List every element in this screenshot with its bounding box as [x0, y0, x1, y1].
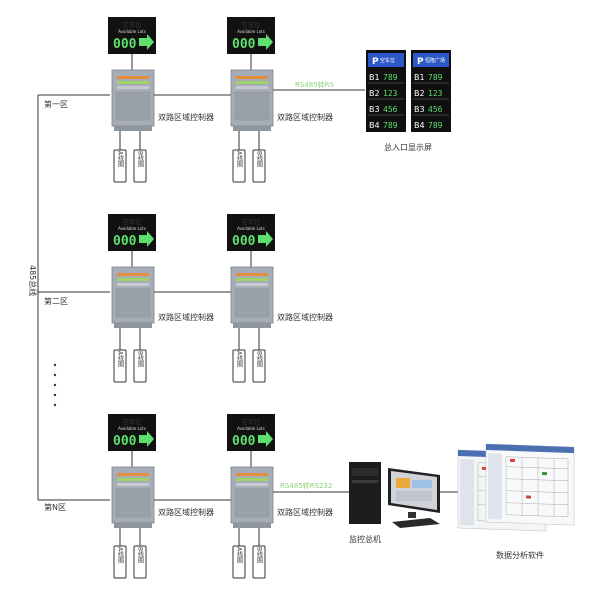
svg-text:空车位: 空车位	[122, 20, 142, 29]
svg-text:空车位: 空车位	[241, 417, 261, 426]
svg-text:A线圈: A线圈	[236, 151, 243, 168]
controller-label: 双路区域控制器	[277, 112, 333, 122]
coil-b-label: B线圈	[137, 151, 144, 168]
svg-text:000: 000	[113, 434, 137, 449]
arrow-right-icon	[258, 431, 273, 447]
svg-text:空车位: 空车位	[122, 217, 142, 226]
svg-text:B3: B3	[369, 105, 380, 114]
controller-box	[230, 69, 274, 132]
svg-text:789: 789	[383, 73, 398, 82]
software-label: 数据分析软件	[496, 550, 544, 560]
svg-text:B线圈: B线圈	[137, 351, 144, 368]
svg-text:Available Lots: Available Lots	[118, 226, 146, 231]
coil-a-label: A线圈	[117, 151, 124, 168]
svg-text:456: 456	[428, 105, 443, 114]
bus-label: 485总线	[28, 265, 38, 296]
svg-text:A线圈: A线圈	[236, 351, 243, 368]
svg-text:789: 789	[428, 73, 443, 82]
svg-text:000: 000	[113, 37, 137, 52]
svg-text:双路区域控制器: 双路区域控制器	[277, 312, 333, 322]
rs485-label: RS485转RS	[295, 80, 335, 89]
arrow-right-icon	[139, 34, 154, 50]
svg-text:恒隆广场: 恒隆广场	[425, 57, 445, 64]
svg-text:B1: B1	[414, 73, 425, 82]
svg-text:P: P	[417, 57, 424, 67]
svg-text:B1: B1	[369, 73, 380, 82]
svg-text:空车位: 空车位	[122, 417, 142, 426]
svg-text:空车位: 空车位	[241, 217, 261, 226]
arrow-right-icon	[258, 231, 273, 247]
svg-text:B线圈: B线圈	[256, 351, 263, 368]
svg-text:000: 000	[232, 434, 256, 449]
controller-label: 双路区域控制器	[158, 112, 214, 122]
svg-text:双路区域控制器: 双路区域控制器	[158, 507, 214, 517]
zone-row-2: 空车位 Available Lots 000 双路区域控制器 A线圈 B线圈 空…	[108, 214, 333, 383]
svg-text:123: 123	[383, 89, 398, 98]
svg-text:B3: B3	[414, 105, 425, 114]
svg-text:双路区域控制器: 双路区域控制器	[158, 312, 214, 322]
svg-text:双路区域控制器: 双路区域控制器	[277, 507, 333, 517]
svg-text:123: 123	[428, 89, 443, 98]
svg-text:Available Lots: Available Lots	[237, 226, 265, 231]
svg-text:000: 000	[232, 37, 256, 52]
svg-text:000: 000	[232, 234, 256, 249]
zone-label: 第N区	[44, 502, 66, 512]
svg-text:B2: B2	[414, 89, 425, 98]
svg-text:A线圈: A线圈	[117, 351, 124, 368]
arrow-right-icon	[258, 34, 273, 50]
svg-text:Available Lots: Available Lots	[237, 29, 265, 34]
svg-text:A线圈: A线圈	[117, 547, 124, 564]
svg-text:B2: B2	[369, 89, 380, 98]
svg-text:A线圈: A线圈	[236, 547, 243, 564]
svg-text:000: 000	[113, 234, 137, 249]
svg-text:P: P	[372, 57, 379, 67]
monitor-host-label: 监控总机	[349, 534, 381, 544]
svg-text:B4: B4	[369, 121, 380, 130]
svg-text:789: 789	[383, 121, 398, 130]
svg-text:B线圈: B线圈	[256, 151, 263, 168]
svg-text:B线圈: B线圈	[256, 547, 263, 564]
zone-label: 第一区	[44, 99, 68, 109]
svg-text:空车位: 空车位	[241, 20, 261, 29]
monitor-host: 监控总机	[349, 462, 440, 544]
zone-label: 第二区	[44, 296, 68, 306]
analysis-software: 数据分析软件	[457, 443, 575, 560]
svg-text:789: 789	[428, 121, 443, 130]
zone-row-1: 空车位 Available Lots 000 双路区域控制器 A线圈 B线圈 空…	[108, 17, 365, 183]
svg-text:B4: B4	[414, 121, 425, 130]
svg-text:Available Lots: Available Lots	[237, 426, 265, 431]
display-label: 总入口显示屏	[384, 142, 432, 152]
svg-text:Available Lots: Available Lots	[118, 29, 146, 34]
controller-box	[111, 69, 155, 132]
svg-text:Available Lots: Available Lots	[118, 426, 146, 431]
rs485-rs232-label: RS485转RS232	[280, 481, 332, 490]
arrow-right-icon	[139, 431, 154, 447]
ellipsis-dots	[53, 363, 57, 407]
entrance-display: P 空车位 B1 789 B2 123 B3 456 B4 789 P 恒隆广场…	[366, 50, 451, 152]
svg-text:456: 456	[383, 105, 398, 114]
arrow-right-icon	[139, 231, 154, 247]
svg-text:B线圈: B线圈	[137, 547, 144, 564]
zone-row-3: 空车位 Available Lots 000 双路区域控制器 A线圈 B线圈 空…	[108, 414, 350, 579]
svg-text:空车位: 空车位	[380, 57, 395, 64]
sign-unit: 空车位 Available Lots 000	[108, 17, 156, 54]
sign-unit: 空车位 Available Lots 000	[227, 17, 275, 54]
